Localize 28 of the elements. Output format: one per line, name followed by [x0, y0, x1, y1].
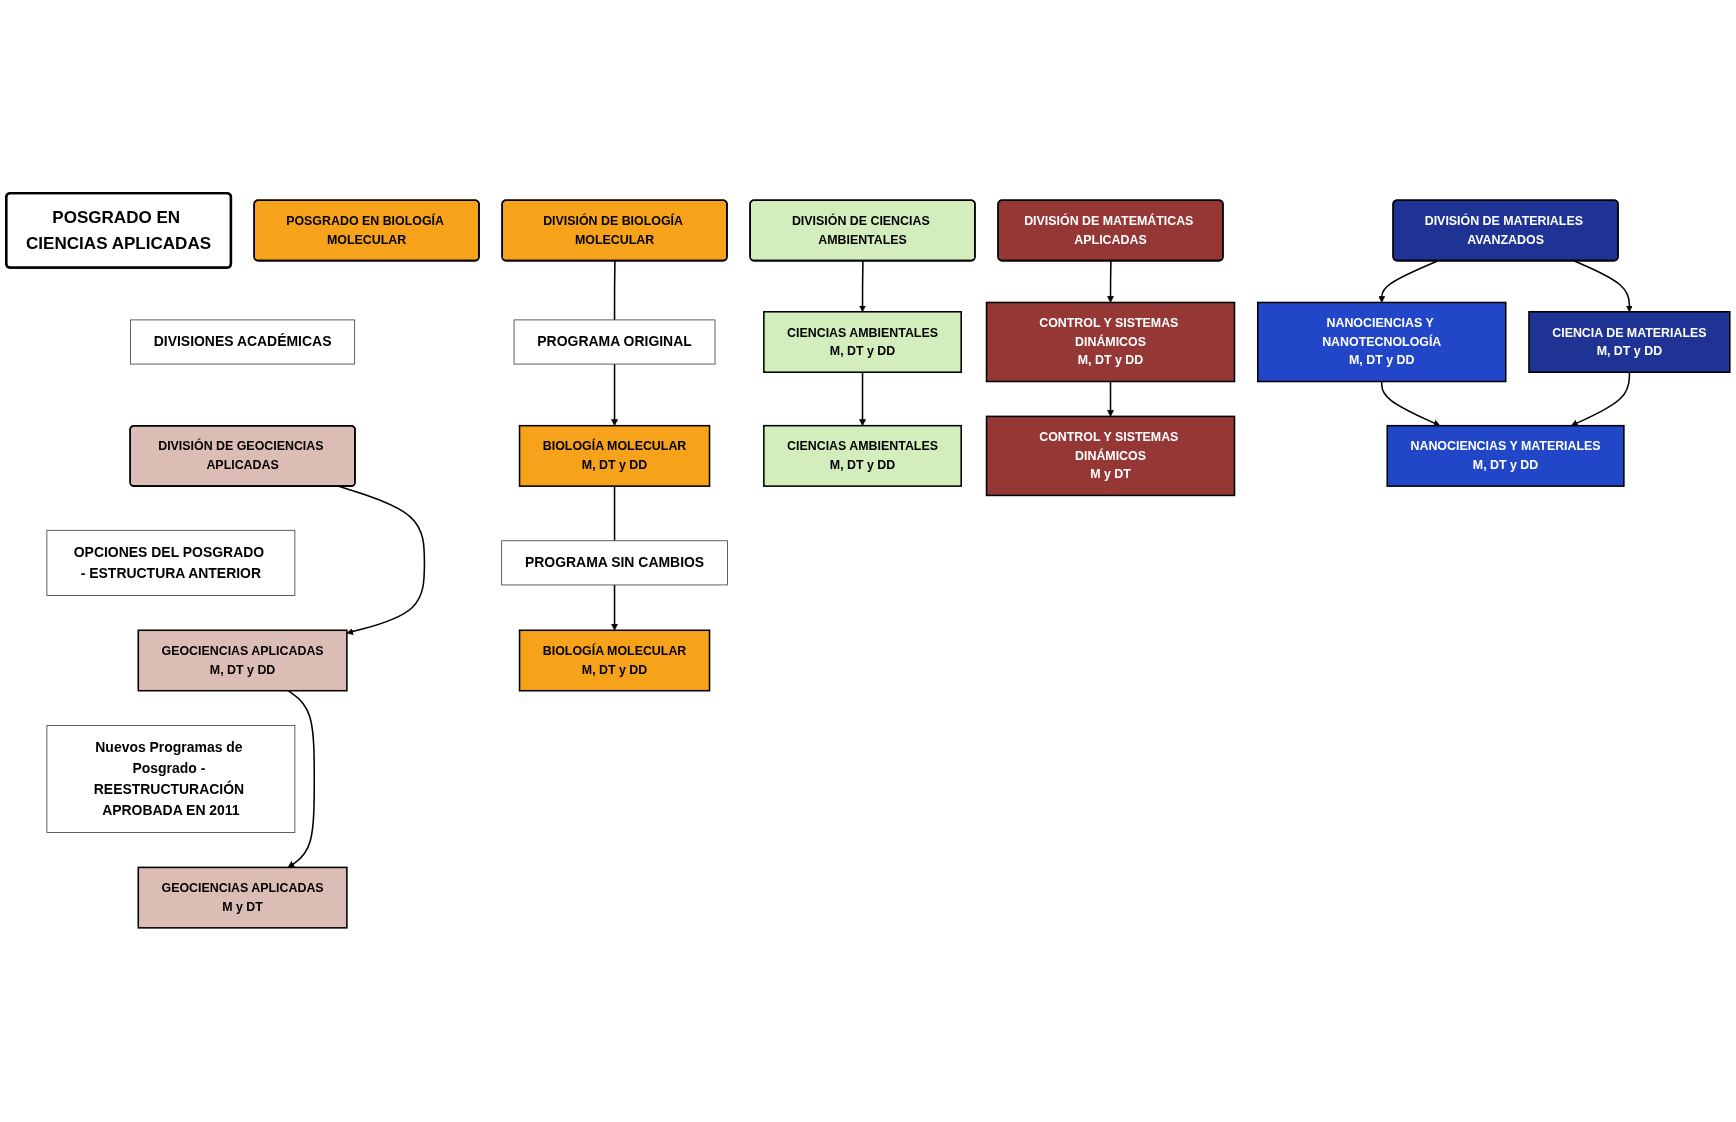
node-box: CIENCIAS AMBIENTALES M, DT y DD	[763, 311, 962, 374]
arrow	[1570, 371, 1631, 427]
node-box: CONTROL Y SISTEMAS DINÁMICOS M, DT y DD	[985, 302, 1236, 383]
node-box: CIENCIAS AMBIENTALES M, DT y DD	[763, 425, 962, 488]
node-box: PROGRAMA ORIGINAL	[513, 320, 716, 365]
node-box: DIVISIONES ACADÉMICAS	[130, 320, 356, 365]
node-box: OPCIONES DEL POSGRADO - ESTRUCTURA ANTERIOR	[46, 530, 296, 597]
connector	[613, 260, 616, 322]
arrow	[859, 260, 866, 313]
node-box: BIOLOGÍA MOLECULAR M, DT y DD	[518, 425, 711, 488]
arrow	[859, 371, 866, 427]
arrow	[611, 363, 618, 427]
node-box: BIOLOGÍA MOLECULAR M, DT y DD	[518, 629, 711, 692]
arrow	[611, 584, 618, 632]
arrow	[338, 486, 426, 636]
node-box: PROGRAMA SIN CAMBIOS	[501, 540, 728, 586]
node-box: CIENCIA DE MATERIALES M, DT y DD	[1528, 311, 1731, 374]
node-box: CONTROL Y SISTEMAS DINÁMICOS M y DT	[985, 416, 1236, 497]
node-box: GEOCIENCIAS APLICADAS M y DT	[137, 867, 348, 930]
arrow	[1380, 381, 1441, 427]
node-box: NANOCIENCIAS Y NANOTECNOLOGÍA M, DT y DD	[1256, 302, 1507, 383]
arrow	[1107, 381, 1114, 418]
node-box: NANOCIENCIAS Y MATERIALES M, DT y DD	[1386, 425, 1625, 488]
arrow	[287, 690, 316, 869]
connector	[613, 485, 616, 542]
node-box: Nuevos Programas de Posgrado - REESTRUCTURACIÓN APROBADA EN 2011	[46, 725, 296, 834]
arrow	[1107, 260, 1114, 304]
node-box: GEOCIENCIAS APLICADAS M, DT y DD	[137, 629, 348, 692]
